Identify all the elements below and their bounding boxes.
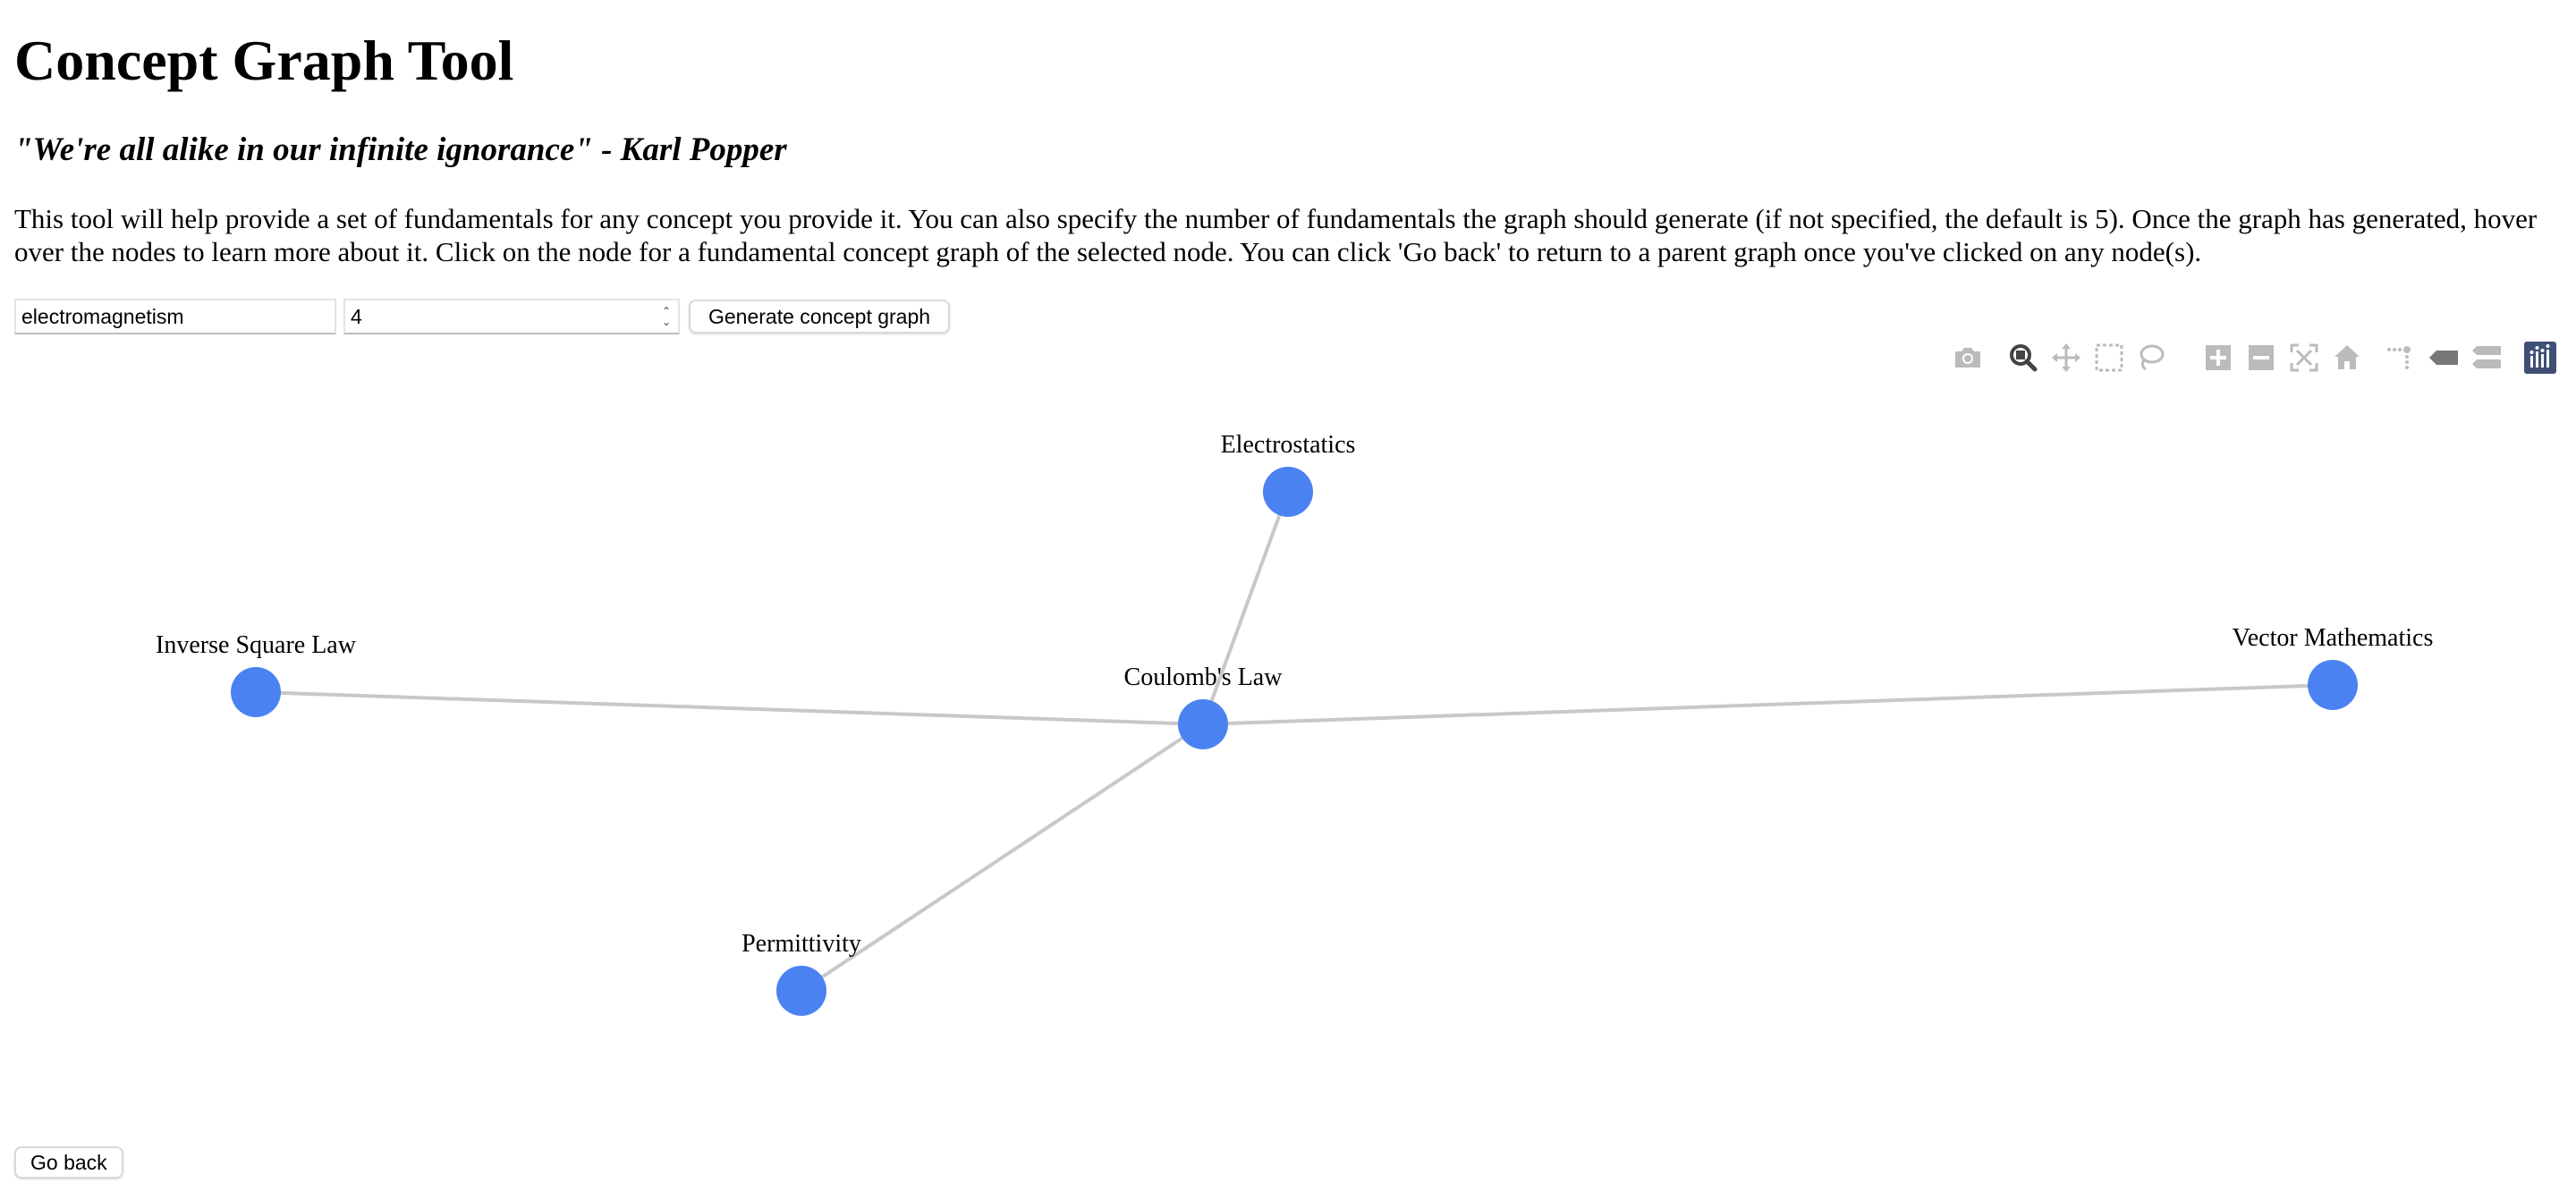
- go-back-button[interactable]: Go back: [14, 1146, 123, 1179]
- count-stepper[interactable]: ⌃ ⌄: [660, 304, 673, 329]
- plotly-logo-icon[interactable]: [2522, 340, 2558, 376]
- autoscale-icon[interactable]: [2286, 340, 2322, 376]
- graph-node-label: Coulomb's Law: [1124, 663, 1284, 691]
- count-input[interactable]: [343, 299, 680, 334]
- camera-icon[interactable]: [1950, 340, 1986, 376]
- zoom-in-icon[interactable]: [2200, 340, 2236, 376]
- graph-edge-coulomb-vector: [1202, 683, 2334, 726]
- quote: "We're all alike in our infinite ignoran…: [14, 131, 787, 168]
- count-input-wrapper: ⌃ ⌄: [343, 299, 680, 334]
- hover-closest-icon[interactable]: [2426, 340, 2462, 376]
- zoom-out-icon[interactable]: [2243, 340, 2279, 376]
- graph-node-marker[interactable]: [1178, 699, 1228, 749]
- lasso-select-icon[interactable]: [2132, 340, 2168, 376]
- controls-bar: ⌃ ⌄ Generate concept graph: [14, 297, 951, 336]
- concept-input[interactable]: [14, 299, 336, 334]
- chevron-up-icon[interactable]: ⌃: [661, 305, 672, 317]
- generate-button[interactable]: Generate concept graph: [689, 300, 951, 334]
- graph-node-electrostatics[interactable]: Electrostatics: [1221, 431, 1356, 517]
- graph-edge-coulomb-electrostatics: [1201, 491, 1290, 725]
- graph-modebar: [1950, 340, 2562, 376]
- graph-edge-coulomb-inverse: [255, 690, 1204, 726]
- graph-node-marker[interactable]: [2308, 660, 2358, 710]
- description: This tool will help provide a set of fun…: [14, 203, 2538, 267]
- page-title: Concept Graph Tool: [14, 29, 514, 92]
- pan-icon[interactable]: [2048, 340, 2084, 376]
- hover-compare-icon[interactable]: [2469, 340, 2504, 376]
- zoom-icon[interactable]: [2005, 340, 2041, 376]
- graph-node-marker[interactable]: [231, 667, 281, 717]
- graph-node-label: Permittivity: [741, 930, 861, 958]
- graph-edge-coulomb-permittivity: [800, 723, 1205, 993]
- graph-node-label: Electrostatics: [1221, 431, 1356, 459]
- graph-node-label: Inverse Square Law: [156, 631, 357, 659]
- graph-node-label: Vector Mathematics: [2233, 624, 2434, 652]
- box-select-icon[interactable]: [2091, 340, 2127, 376]
- spike-lines-icon[interactable]: [2383, 340, 2419, 376]
- reset-axes-icon[interactable]: [2329, 340, 2365, 376]
- graph-node-marker[interactable]: [776, 966, 826, 1016]
- chevron-down-icon[interactable]: ⌄: [661, 316, 672, 328]
- graph-node-inverse[interactable]: Inverse Square Law: [156, 631, 357, 717]
- graph-node-coulomb[interactable]: Coulomb's Law: [1124, 663, 1284, 749]
- graph-node-vector[interactable]: Vector Mathematics: [2233, 624, 2434, 710]
- graph-node-permittivity[interactable]: Permittivity: [741, 930, 861, 1016]
- graph-node-marker[interactable]: [1263, 467, 1313, 517]
